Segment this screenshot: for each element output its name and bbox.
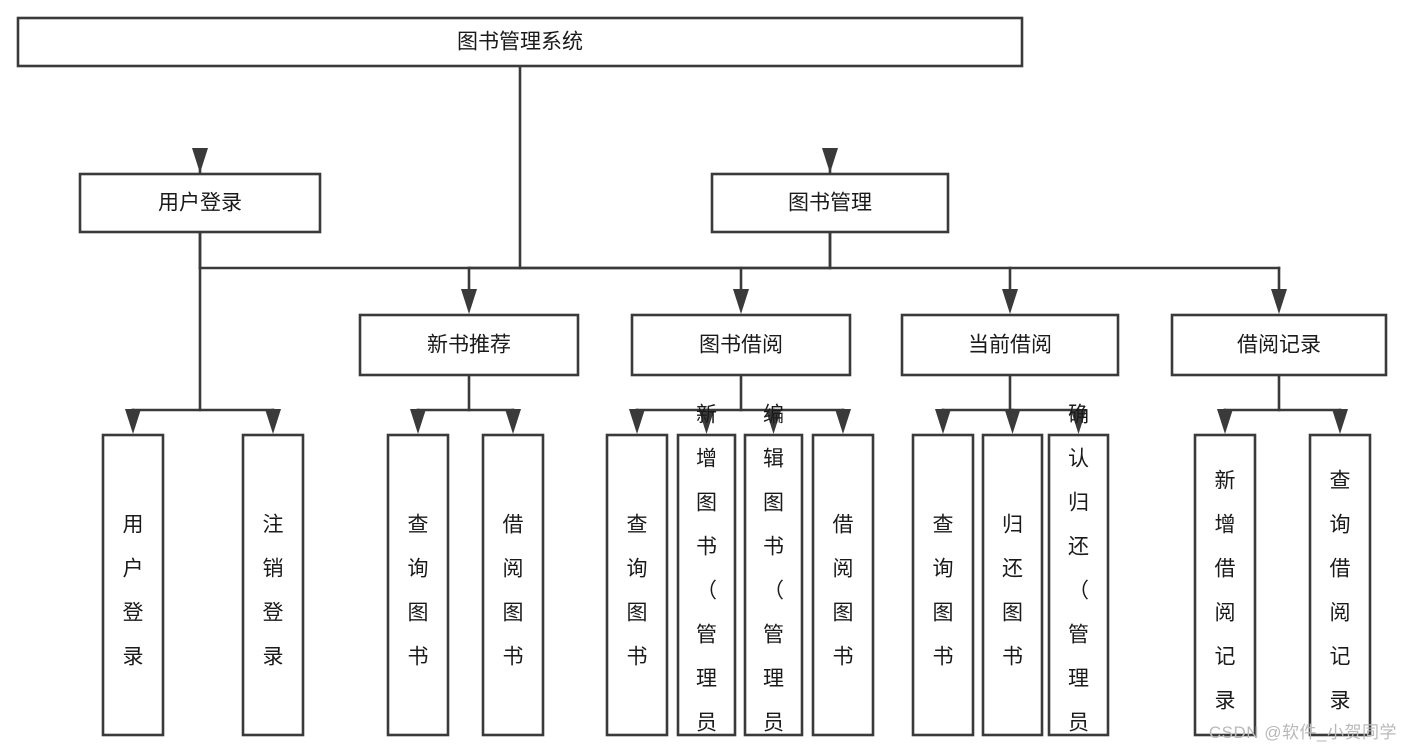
arrow-head-icon xyxy=(1004,409,1021,434)
node-label: 借阅图书 xyxy=(503,513,524,668)
node-label: 查询借阅记录 xyxy=(1330,469,1351,712)
node-box[interactable] xyxy=(16,16,1024,68)
node-leaf-bb-edit[interactable]: 编辑图书（管理员） xyxy=(743,403,804,747)
node-label: 新书推荐 xyxy=(427,334,511,357)
node-box[interactable] xyxy=(981,433,1044,737)
node-label: 新增图书（管理员） xyxy=(696,403,717,747)
node-label: 查询图书 xyxy=(933,513,954,668)
node-leaf-bb-query[interactable]: 查询图书 xyxy=(605,433,669,737)
arrow-head-icon xyxy=(1271,289,1287,314)
node-user-login[interactable]: 用户登录 xyxy=(78,172,322,234)
node-box[interactable] xyxy=(1308,433,1372,737)
node-box[interactable] xyxy=(1193,433,1257,737)
node-box[interactable] xyxy=(241,433,305,737)
node-label: 当前借阅 xyxy=(968,334,1052,357)
node-label: 借阅图书 xyxy=(833,513,854,668)
node-label: 查询图书 xyxy=(627,513,648,668)
arrow-head-icon xyxy=(1217,409,1233,434)
node-book-borrow[interactable]: 图书借阅 xyxy=(630,313,852,377)
node-box[interactable] xyxy=(481,433,545,737)
node-box[interactable] xyxy=(358,313,580,377)
node-box[interactable] xyxy=(710,172,950,234)
node-leaf-br-query[interactable]: 查询借阅记录 xyxy=(1308,433,1372,737)
node-leaf-br-add[interactable]: 新增借阅记录 xyxy=(1193,433,1257,737)
arrow-head-icon xyxy=(505,409,521,434)
node-label: 确认归还（管理员） xyxy=(1068,403,1089,747)
node-box[interactable] xyxy=(1047,433,1110,737)
edges-layer xyxy=(125,64,1348,434)
node-box[interactable] xyxy=(911,433,975,737)
node-box[interactable] xyxy=(900,313,1120,377)
node-label: 图书管理 xyxy=(788,192,872,215)
node-leaf-rec-query[interactable]: 查询图书 xyxy=(386,433,450,737)
node-book-manage[interactable]: 图书管理 xyxy=(710,172,950,234)
node-label: 归还图书 xyxy=(1002,513,1023,668)
node-box[interactable] xyxy=(630,313,852,377)
connector-group xyxy=(461,230,1287,314)
arrow-head-icon xyxy=(192,148,208,173)
node-box[interactable] xyxy=(386,433,450,737)
node-root[interactable]: 图书管理系统 xyxy=(16,16,1024,68)
node-leaf-bb-add[interactable]: 新增图书（管理员） xyxy=(676,403,737,747)
arrow-head-icon xyxy=(410,409,426,434)
arrow-head-icon xyxy=(1070,409,1087,434)
nodes-layer: 图书管理系统用户登录图书管理新书推荐图书借阅当前借阅借阅记录用户登录注销登录查询… xyxy=(16,16,1388,747)
arrow-head-icon xyxy=(629,409,645,434)
node-leaf-rec-borrow[interactable]: 借阅图书 xyxy=(481,433,545,737)
connector-group xyxy=(629,373,851,434)
node-leaf-cb-confirm[interactable]: 确认归还（管理员） xyxy=(1047,403,1110,747)
arrow-head-icon xyxy=(125,409,141,434)
node-label: 查询图书 xyxy=(408,513,429,668)
node-cur-borrow[interactable]: 当前借阅 xyxy=(900,313,1120,377)
node-leaf-user-logout[interactable]: 注销登录 xyxy=(241,433,305,737)
arrow-head-icon xyxy=(265,409,281,434)
node-leaf-user-login[interactable]: 用户登录 xyxy=(101,433,165,737)
arrow-head-icon xyxy=(1002,289,1018,314)
node-box[interactable] xyxy=(1170,313,1388,377)
arrow-head-icon xyxy=(935,409,951,434)
node-label: 借阅记录 xyxy=(1237,334,1321,357)
node-label: 编辑图书（管理员） xyxy=(763,403,784,747)
node-box[interactable] xyxy=(743,433,804,737)
connector-group xyxy=(410,373,521,434)
node-box[interactable] xyxy=(78,172,322,234)
node-label: 图书借阅 xyxy=(699,334,783,357)
node-box[interactable] xyxy=(811,433,875,737)
arrow-head-icon xyxy=(461,289,477,314)
node-leaf-bb-borrow[interactable]: 借阅图书 xyxy=(811,433,875,737)
node-label: 用户登录 xyxy=(158,192,242,215)
node-label: 新增借阅记录 xyxy=(1215,469,1236,712)
node-box[interactable] xyxy=(605,433,669,737)
connector-group xyxy=(935,373,1087,434)
arrow-head-icon xyxy=(1332,409,1348,434)
connector-group xyxy=(1217,373,1348,434)
connector-group xyxy=(125,230,281,434)
node-label: 图书管理系统 xyxy=(457,31,583,54)
node-new-book-rec[interactable]: 新书推荐 xyxy=(358,313,580,377)
node-leaf-cb-query[interactable]: 查询图书 xyxy=(911,433,975,737)
arrow-head-icon xyxy=(822,148,838,173)
node-box[interactable] xyxy=(101,433,165,737)
arrow-head-icon xyxy=(698,409,715,434)
arrow-head-icon xyxy=(765,409,782,434)
node-leaf-cb-return[interactable]: 归还图书 xyxy=(981,433,1044,737)
connector-group xyxy=(192,64,838,270)
arrow-head-icon xyxy=(835,409,851,434)
node-label: 注销登录 xyxy=(263,513,284,668)
node-label: 用户登录 xyxy=(123,513,144,668)
node-box[interactable] xyxy=(676,433,737,737)
node-borrow-record[interactable]: 借阅记录 xyxy=(1170,313,1388,377)
arrow-head-icon xyxy=(733,289,749,314)
